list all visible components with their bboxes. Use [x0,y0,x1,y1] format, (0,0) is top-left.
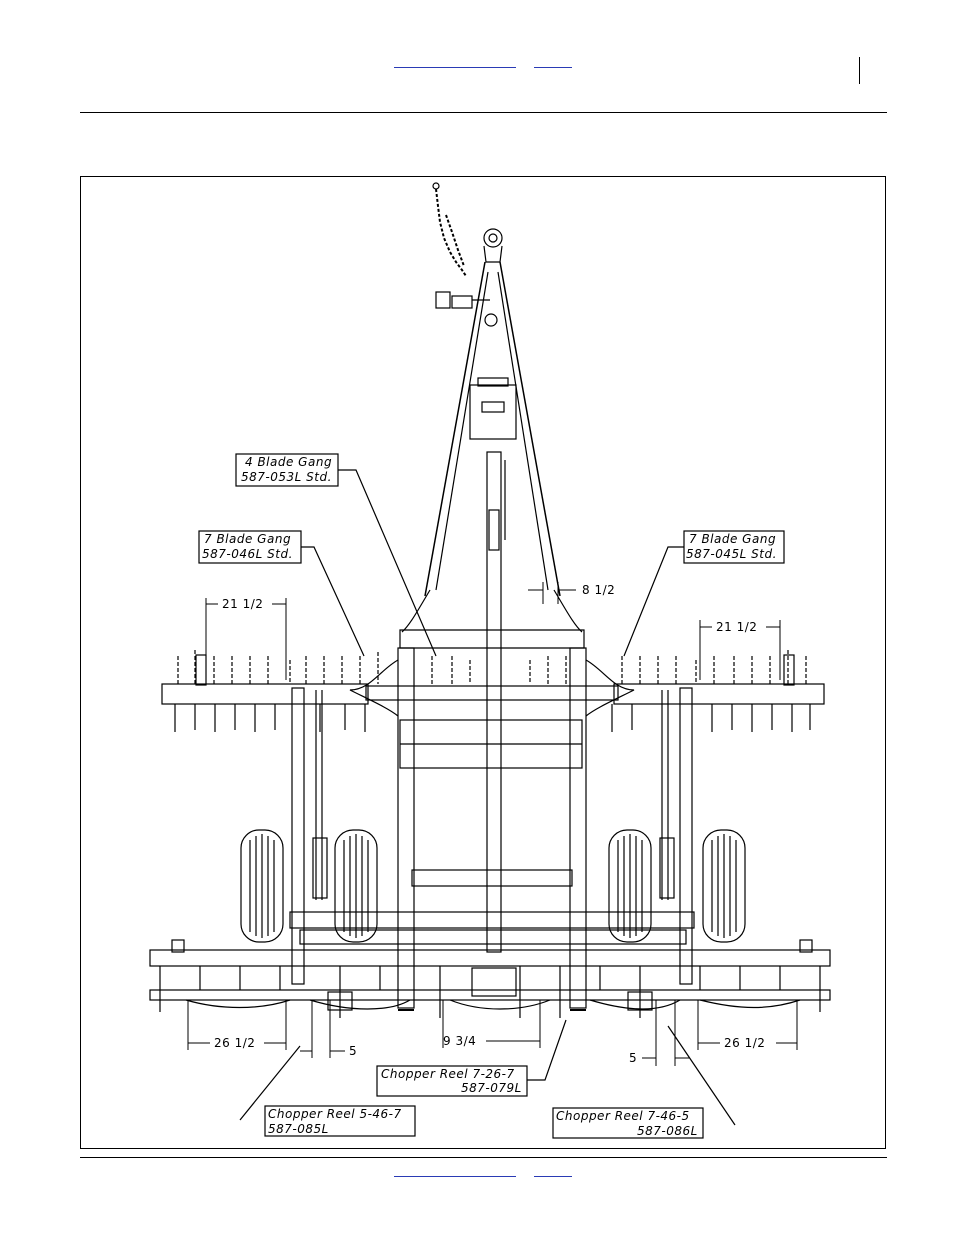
dim-top-left: 21 1/2 [222,597,263,611]
callout-4-blade-gang-title: 4 Blade Gang [245,455,332,469]
dim-bottom-center: 9 3/4 [443,1034,476,1048]
callout-reel-right-part: 587-086L [637,1124,698,1138]
main-frame [290,590,694,1008]
callout-reel-center-part: 587-079L [461,1081,522,1095]
callout-reel-right-title: Chopper Reel 7-46-5 [556,1109,690,1123]
dim-bottom-right: 26 1/2 [724,1036,765,1050]
dim-bottom-right-small: 5 [629,1051,637,1065]
dim-center-top: 8 1/2 [582,583,615,597]
callout-7-blade-gang-left-part: 587-046L Std. [202,547,293,561]
dim-bottom-left-small: 5 [349,1044,357,1058]
callout-reel-left-part: 587-085L [268,1122,329,1136]
dimension-lines [188,582,797,1066]
callout-7-blade-gang-right-part: 587-045L Std. [686,547,777,561]
dim-top-right: 21 1/2 [716,620,757,634]
callout-reel-center-title: Chopper Reel 7-26-7 [381,1067,515,1081]
hitch-assembly [425,183,560,952]
callout-7-blade-gang-right-title: 7 Blade Gang [689,532,776,546]
callout-7-blade-gang-left-title: 7 Blade Gang [204,532,291,546]
callout-4-blade-gang-part: 587-053L Std. [241,470,332,484]
dim-bottom-left: 26 1/2 [214,1036,255,1050]
callout-reel-left-title: Chopper Reel 5-46-7 [268,1107,402,1121]
